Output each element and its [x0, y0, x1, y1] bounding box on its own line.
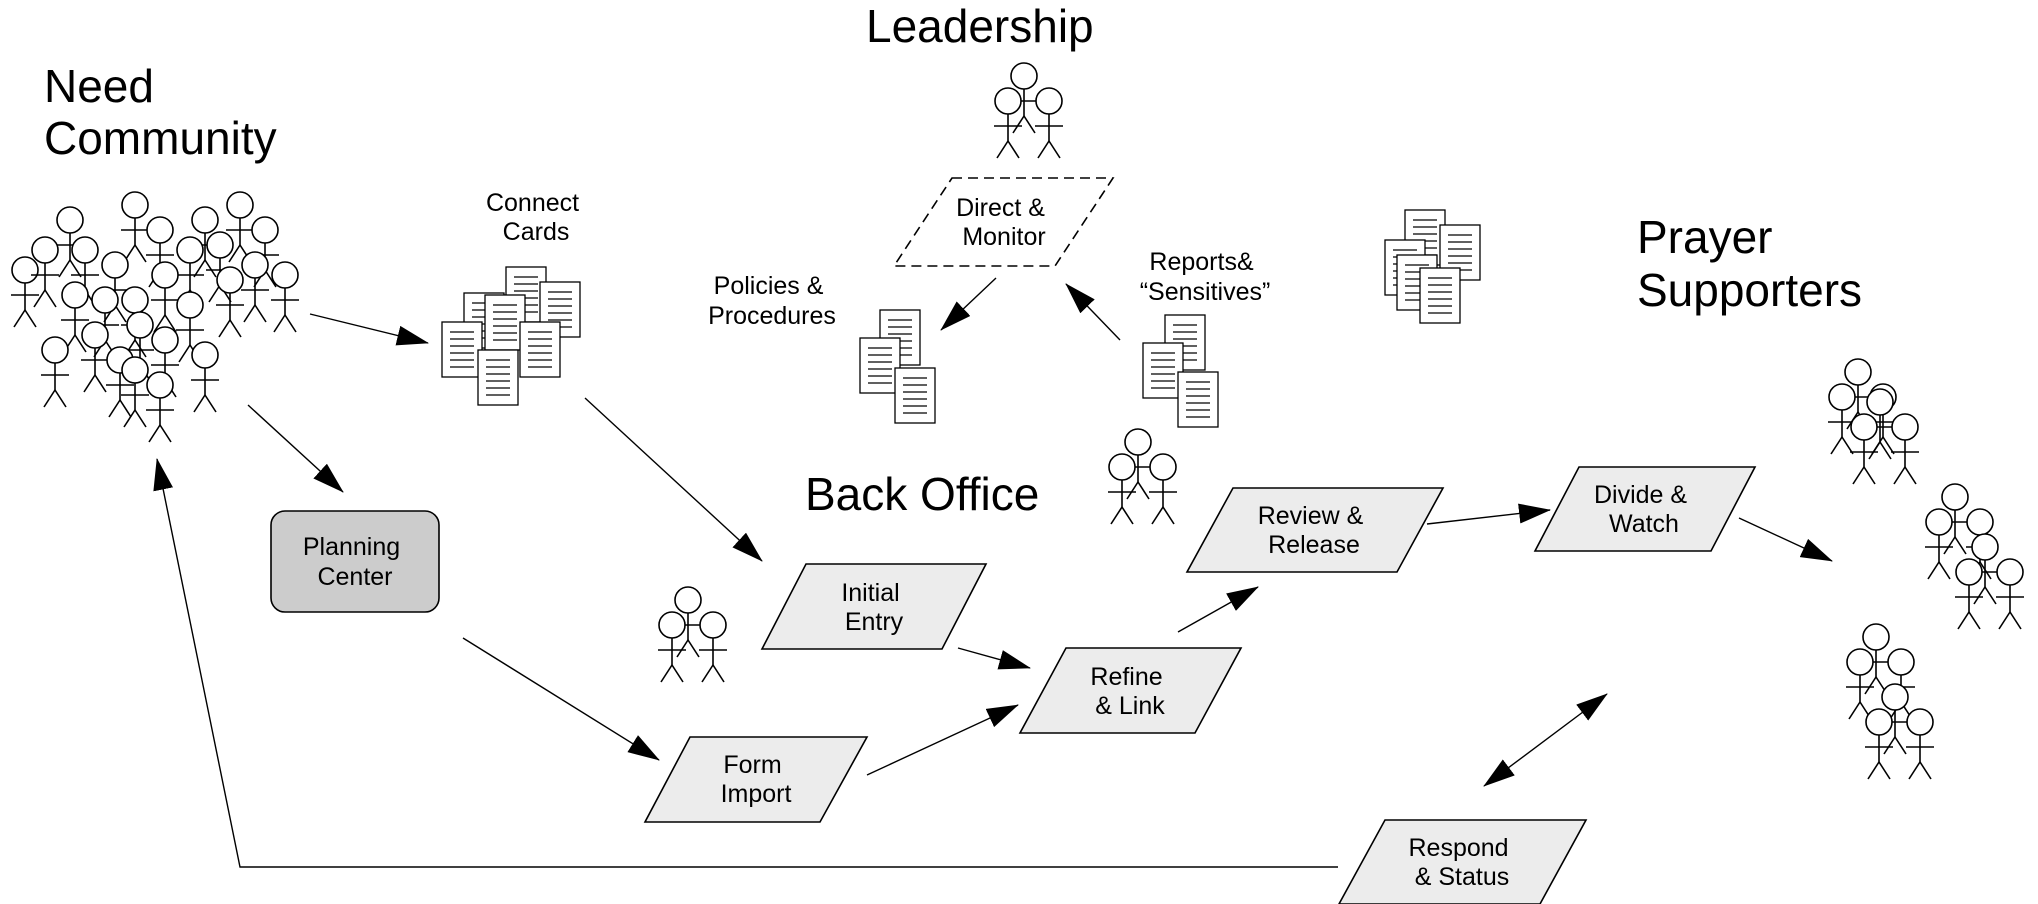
need-community-title: Need Community — [44, 60, 277, 164]
divide-watch-node — [1533, 466, 1757, 552]
arrow-initial-entry-to-refine-link — [957, 647, 1031, 670]
policies-document-icon — [859, 309, 936, 424]
archive-document-icon — [1384, 209, 1481, 324]
arrow-refine-link-to-review-release — [1177, 586, 1259, 633]
back-office-title: Back Office — [805, 468, 1039, 520]
need-community-crowd-icon — [10, 191, 300, 443]
arrow-form-import-to-refine-link — [866, 704, 1019, 776]
initial-entry-node — [760, 563, 988, 650]
planning-center-label: Planning Center — [303, 533, 407, 591]
direct-monitor-label: Direct & Monitor — [956, 194, 1052, 251]
arrow-review-release-to-divide-watch — [1426, 503, 1551, 525]
arrow-reports-to-direct-monitor — [1065, 283, 1121, 341]
refine-link-label: Refine & Link — [1090, 663, 1169, 720]
form-import-label: Form Import — [721, 751, 792, 808]
arrow-respond-status-to-crowd — [153, 458, 1338, 868]
reports-document-icon — [1142, 314, 1219, 428]
direct-monitor-node — [892, 177, 1115, 267]
arrow-connect-cards-to-initial-entry — [584, 397, 763, 562]
respond-status-node — [1338, 819, 1588, 904]
connect-cards-label: Connect Cards — [486, 189, 586, 246]
leadership-people-icon — [994, 63, 1063, 158]
arrow-crowd-to-connect-cards — [309, 313, 429, 346]
policies-procedures-label: Policies & Procedures — [708, 272, 836, 330]
reports-sensitives-label: Reports& “Sensitives” — [1140, 248, 1271, 306]
prayer-supporters-title: Prayer Supporters — [1637, 211, 1862, 316]
initial-entry-label: Initial Entry — [841, 579, 906, 636]
flow-arrows — [153, 277, 1833, 868]
form-import-node — [643, 736, 869, 823]
planning-center-node — [270, 510, 440, 613]
refine-link-node — [1018, 647, 1243, 734]
divide-watch-label: Divide & Watch — [1594, 481, 1694, 538]
review-release-label: Review & Release — [1258, 502, 1371, 559]
arrow-planning-center-to-form-import — [462, 637, 660, 761]
connect-cards-document-icon — [441, 266, 581, 406]
arrow-respond-status-divide-watch — [1483, 693, 1608, 787]
leadership-title: Leadership — [866, 0, 1094, 52]
arrow-direct-monitor-to-policies — [940, 277, 997, 331]
back-office-people-icon — [1108, 429, 1177, 524]
arrow-divide-watch-to-prayer-supporters — [1738, 517, 1833, 562]
respond-status-label: Respond & Status — [1408, 834, 1515, 891]
arrow-crowd-to-planning-center — [247, 404, 344, 493]
review-release-node — [1185, 487, 1445, 573]
prayer-supporters-people-icon — [1828, 359, 2024, 779]
entry-staff-people-icon — [658, 587, 727, 682]
